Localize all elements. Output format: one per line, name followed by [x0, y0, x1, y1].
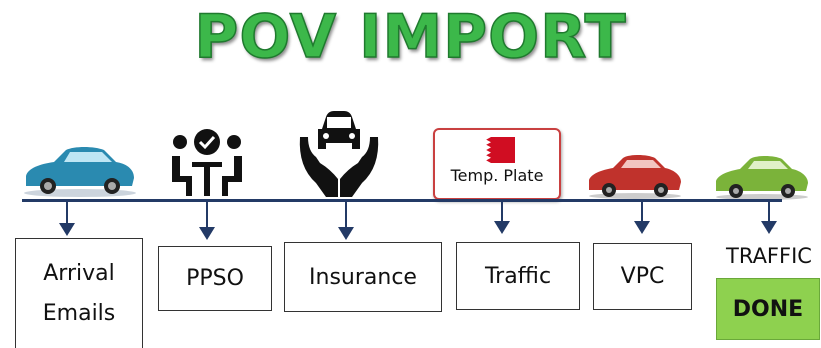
- step-label-line1: Arrival: [43, 260, 115, 286]
- people-meeting-icon: [172, 129, 242, 196]
- step-label: VPC: [620, 264, 665, 289]
- step-label: Insurance: [309, 264, 417, 290]
- timeline-line: [22, 199, 782, 202]
- bahrain-flag-icon: [479, 137, 515, 163]
- temp-plate: Temp. Plate: [433, 128, 561, 200]
- car-blue-icon: [24, 147, 136, 197]
- done-badge: DONE: [716, 278, 820, 340]
- step-label: PPSO: [186, 266, 244, 291]
- page-title: POV IMPORT: [194, 1, 627, 73]
- step-arrival-emails: Arrival Emails: [15, 238, 143, 348]
- plate-label: Temp. Plate: [450, 166, 544, 185]
- step-vpc: VPC: [593, 243, 692, 310]
- step-traffic: Traffic: [456, 242, 580, 310]
- final-step-label: TRAFFIC: [726, 244, 812, 268]
- step-label-line2: Emails: [42, 300, 116, 326]
- car-green-icon: [716, 156, 808, 200]
- car-red-icon: [589, 155, 681, 199]
- step-label: Traffic: [484, 263, 552, 289]
- insurance-car-hands-icon: [299, 111, 379, 197]
- step-ppso: PPSO: [158, 246, 272, 311]
- step-insurance: Insurance: [284, 242, 442, 312]
